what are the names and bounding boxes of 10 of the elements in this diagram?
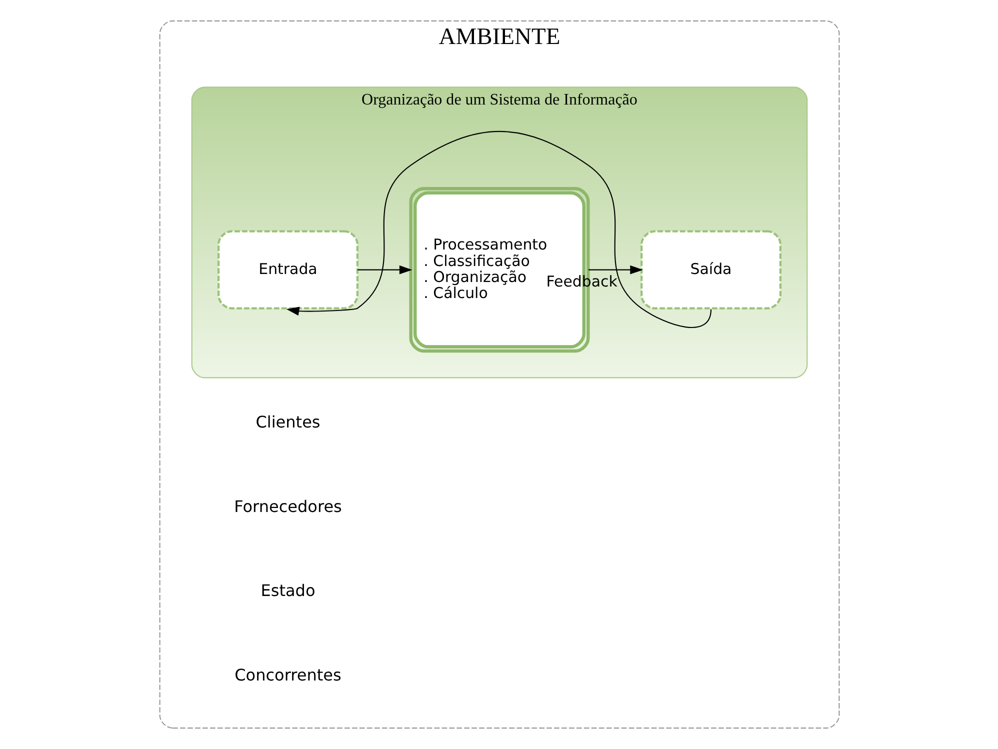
label: Concorrentes — [234, 666, 341, 685]
node-box: Saída — [640, 230, 781, 310]
arrow — [357, 265, 412, 274]
label: Clientes — [255, 412, 320, 432]
arrow — [588, 265, 642, 274]
arrow — [286, 131, 712, 328]
node-box: Entrada — [217, 230, 358, 310]
label: Fornecedores — [234, 496, 342, 516]
edge-label: Feedback — [546, 272, 617, 291]
label: Estado — [260, 581, 315, 600]
